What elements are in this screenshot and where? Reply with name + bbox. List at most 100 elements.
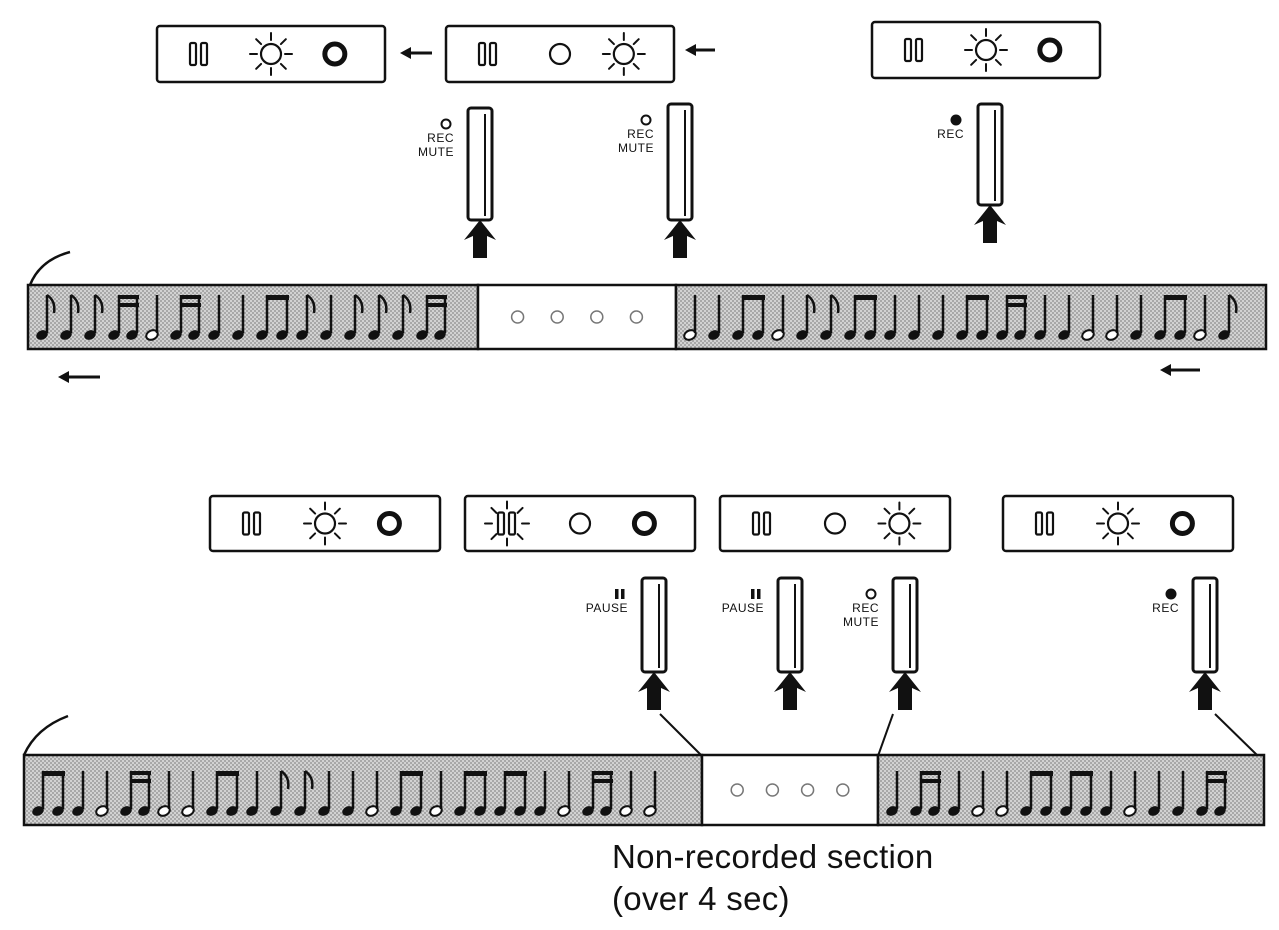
- pause-bar: [496, 511, 506, 536]
- top-indicator-1: [155, 24, 387, 84]
- light-ray: [970, 58, 978, 66]
- pause-indicator-icon: [484, 500, 530, 547]
- mute-indicator-icon: [631, 511, 657, 536]
- light-ray: [883, 507, 891, 515]
- pause-bar: [615, 589, 619, 599]
- rec-lamp: [974, 38, 998, 62]
- rec-mute-symbol-icon: [640, 114, 652, 126]
- light-ray: [333, 507, 341, 515]
- button-label: PAUSE: [722, 601, 764, 615]
- note-icon: [320, 330, 332, 340]
- light-ray: [255, 62, 263, 70]
- button-key: [976, 102, 1004, 207]
- pause-bar: [1045, 511, 1055, 536]
- pause-indicator-icon: [188, 41, 209, 67]
- tape-direction-arrow-left: [58, 371, 100, 383]
- rec-lamp: [1106, 512, 1130, 535]
- button-key: [666, 102, 694, 222]
- arrow-head: [58, 371, 69, 383]
- note-icon: [494, 806, 506, 816]
- note-icon: [390, 806, 402, 816]
- rec-lamp: [568, 512, 592, 535]
- note-icon: [752, 330, 764, 340]
- note-flag: [280, 769, 290, 790]
- light-ray: [333, 532, 341, 540]
- note-icon: [52, 806, 64, 816]
- note-flag: [806, 293, 816, 314]
- pause-bar: [252, 511, 262, 536]
- note-beam: [742, 295, 765, 300]
- note-icon: [276, 330, 288, 340]
- note-icon: [708, 330, 720, 340]
- light-ray: [490, 506, 498, 514]
- bottom-indicator-1: [208, 494, 442, 553]
- light-ray: [1102, 507, 1110, 515]
- note-icon: [188, 330, 200, 340]
- note-icon: [1172, 806, 1184, 816]
- note-icon: [120, 806, 132, 816]
- note-beam: [180, 295, 201, 299]
- note-icon: [84, 330, 96, 340]
- note-beam: [400, 771, 423, 776]
- button-label: MUTE: [418, 145, 454, 159]
- note-icon: [416, 330, 428, 340]
- note-icon: [1214, 806, 1226, 816]
- top-indicator-2: [444, 24, 676, 84]
- note-icon: [32, 806, 44, 816]
- light-ray: [1126, 507, 1134, 515]
- note-icon: [410, 806, 422, 816]
- light-ray: [607, 62, 615, 70]
- note-icon: [368, 330, 380, 340]
- note-icon: [1020, 806, 1032, 816]
- note-icon: [956, 330, 968, 340]
- note-icon: [232, 330, 244, 340]
- pause-bar: [751, 589, 755, 599]
- note-flag: [830, 293, 840, 314]
- note-flag: [46, 293, 56, 314]
- button-label: REC: [852, 601, 879, 615]
- pause-indicator-icon: [903, 37, 924, 63]
- light-ray: [970, 34, 978, 42]
- note-beam: [592, 779, 613, 783]
- note-beam: [1070, 771, 1093, 776]
- note-flag: [304, 769, 314, 790]
- pause-bar: [903, 37, 913, 63]
- pause-bar: [757, 589, 761, 599]
- bottom-button-rec: REC: [1152, 576, 1221, 710]
- mute-lamp: [376, 511, 402, 536]
- note-icon: [948, 806, 960, 816]
- note-icon: [864, 330, 876, 340]
- rec-indicator-icon: [303, 501, 347, 546]
- tape-curl: [28, 250, 71, 286]
- pause-bar: [477, 41, 487, 67]
- note-icon: [1040, 806, 1052, 816]
- light-ray: [490, 533, 498, 541]
- note-icon: [226, 806, 238, 816]
- button-label: MUTE: [618, 141, 654, 155]
- pause-bar: [199, 41, 209, 67]
- press-arrow-icon: [774, 672, 806, 710]
- note-icon: [296, 330, 308, 340]
- light-ray: [632, 38, 640, 46]
- note-icon: [256, 330, 268, 340]
- note-icon: [1148, 806, 1160, 816]
- press-arrow-icon: [1189, 672, 1221, 710]
- mute-indicator-icon: [322, 41, 348, 67]
- button-label: PAUSE: [586, 601, 628, 615]
- arrow-head: [1160, 364, 1171, 376]
- note-beam: [118, 295, 139, 299]
- mute-lamp: [1169, 511, 1195, 536]
- tape-curl: [22, 714, 69, 756]
- light-ray: [516, 506, 524, 514]
- note-beam: [920, 779, 941, 783]
- button-key: [466, 106, 494, 222]
- bottom-button-pause-2: PAUSE: [722, 576, 806, 710]
- rec-symbol-icon: [950, 114, 962, 126]
- bottom-recorded-right: [876, 753, 1266, 827]
- note-icon: [1154, 330, 1166, 340]
- blank-dot: [590, 310, 604, 324]
- note-icon: [1174, 330, 1186, 340]
- note-icon: [996, 330, 1008, 340]
- rec-lamp: [548, 42, 572, 66]
